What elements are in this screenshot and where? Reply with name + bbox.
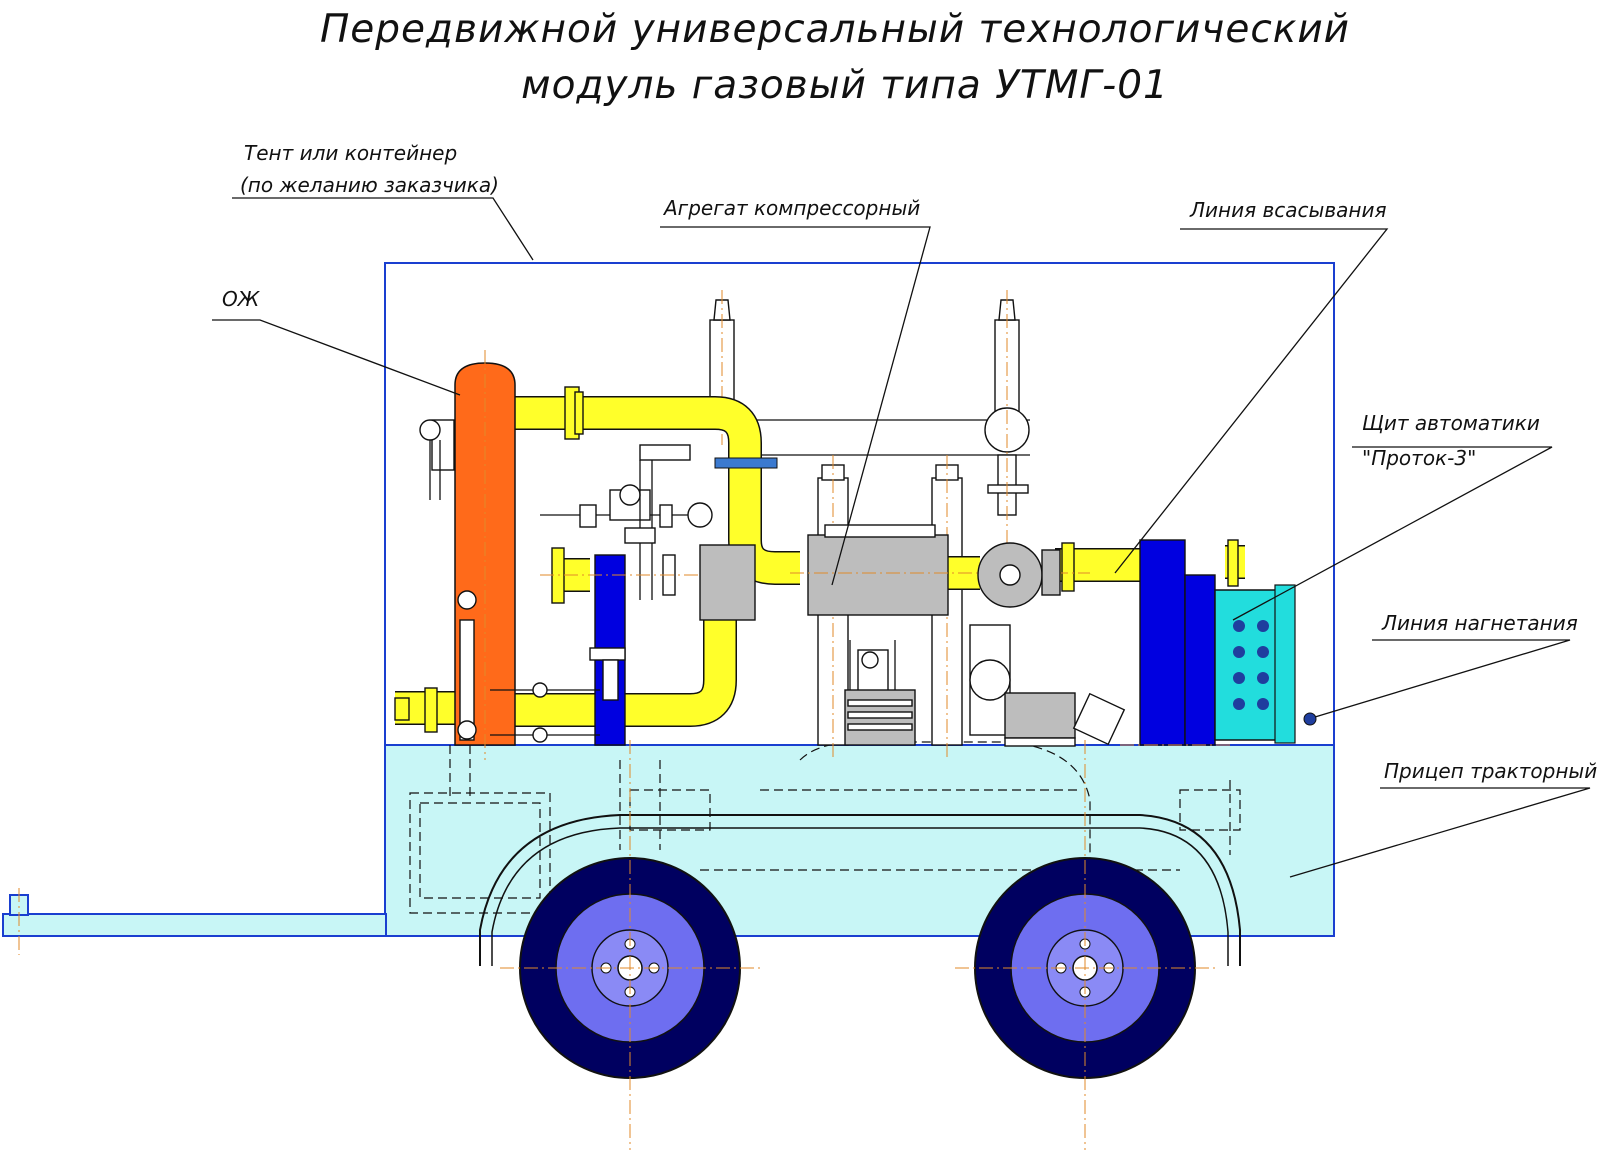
leader-lines [212, 197, 1591, 878]
label-tent-line-2: (по желанию заказчика) [240, 173, 499, 197]
label-discharge-line: Линия нагнетания [1381, 611, 1578, 635]
filter-vessel [490, 554, 626, 746]
automation-panel [1214, 584, 1317, 744]
label-suction-line: Линия всасывания [1189, 198, 1386, 222]
fender [479, 814, 1241, 966]
label-panel-line-2: "Проток-3" [1362, 446, 1476, 470]
blue-block [1120, 539, 1230, 746]
relief-valve-right [984, 290, 1030, 545]
compressor-unit [790, 524, 1090, 746]
suction-valve [969, 542, 1126, 747]
pipework [394, 386, 1245, 733]
title-line-1: Передвижной универсальный технологически… [320, 7, 1350, 52]
cooler-oz [419, 350, 516, 760]
relief-valve-left [709, 290, 735, 445]
label-panel-line-1: Щит автоматики [1362, 411, 1540, 435]
wheel-front [500, 740, 760, 1150]
title-line-2: модуль газовый типа УТМГ-01 [521, 63, 1169, 108]
label-cooler: ОЖ [222, 287, 261, 311]
valve-assembly [540, 444, 756, 621]
label-tent-line-1: Тент или контейнер [244, 141, 457, 165]
label-trailer: Прицеп тракторный [1384, 759, 1597, 783]
wheel-rear [955, 740, 1215, 1150]
label-compressor: Агрегат компрессорный [662, 196, 920, 220]
